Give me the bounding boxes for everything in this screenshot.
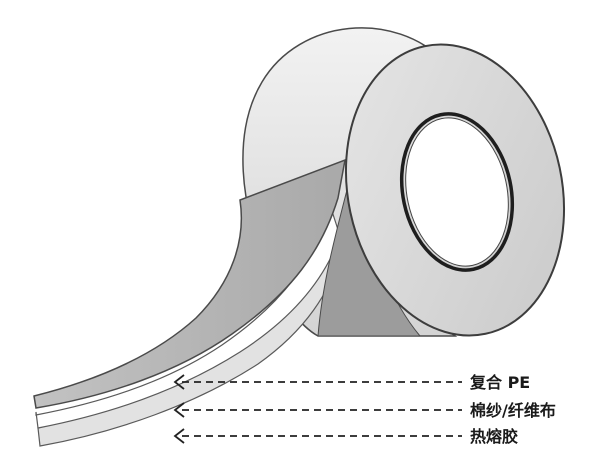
- pointer-arrowhead-cloth: [173, 402, 185, 418]
- tape-strip-cloth-layer: [35, 202, 341, 429]
- layer-pointers: [173, 374, 462, 444]
- layer-label-pe: 复合 PE: [469, 373, 530, 392]
- layer-label-adhesive: 热熔胶: [470, 427, 518, 446]
- tape-roll-core-outer: [399, 112, 515, 272]
- tape-strip-pe-layer: [33, 158, 346, 409]
- pointer-arrowhead-adhesive: [173, 428, 185, 444]
- pointer-arrowhead-pe: [173, 374, 185, 390]
- layer-label-cloth: 棉纱/纤维布: [470, 401, 556, 420]
- tape-roll-core-hole: [405, 117, 509, 267]
